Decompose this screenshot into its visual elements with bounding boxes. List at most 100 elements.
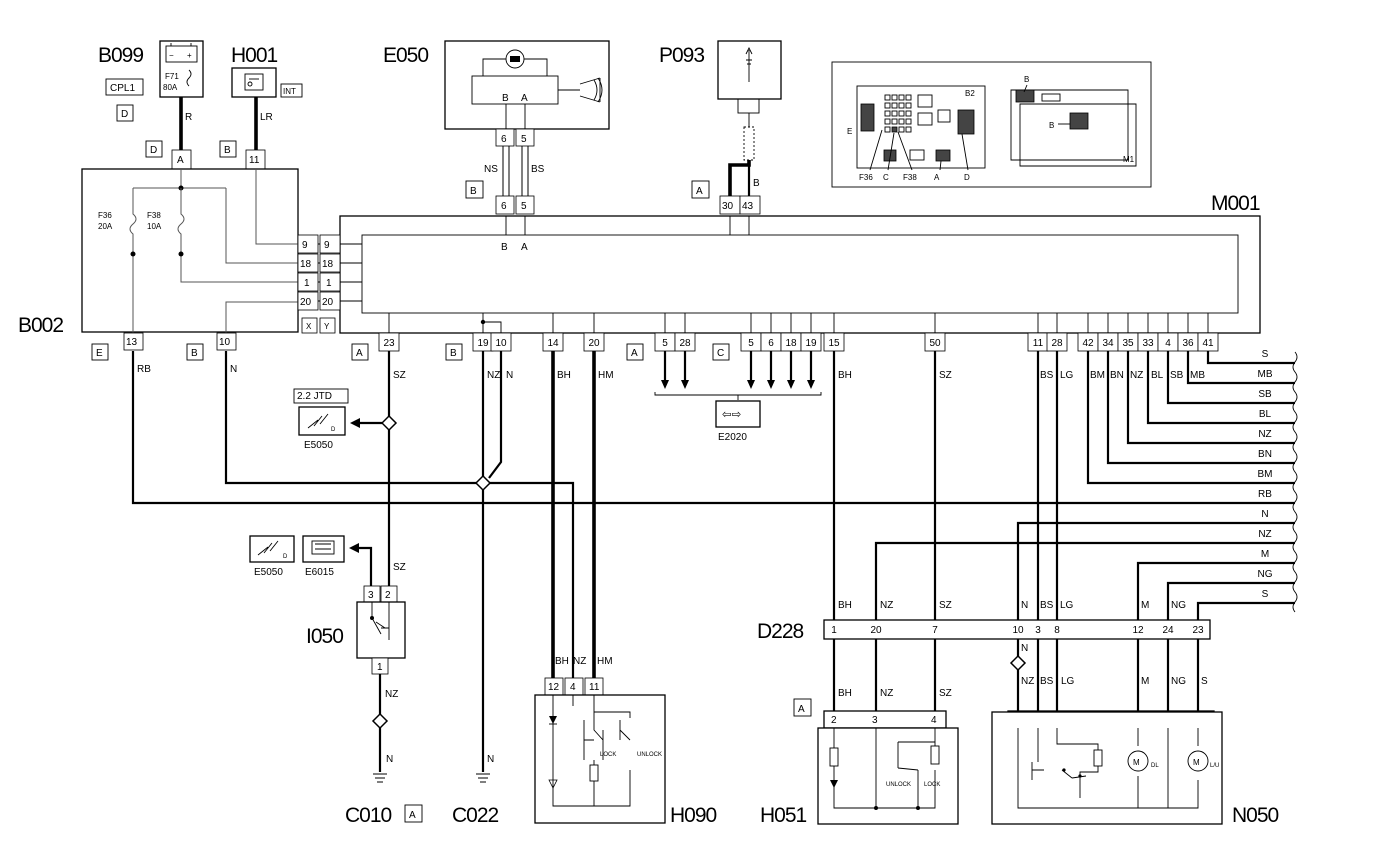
- locator-e: E: [847, 127, 852, 136]
- c010-label: C010: [345, 804, 392, 827]
- b002-fuse2: F38: [147, 211, 161, 220]
- locator-d: D: [964, 173, 970, 182]
- wire-m001-20: HM: [598, 370, 614, 381]
- d228-pin: 8: [1054, 625, 1060, 636]
- d228-pin: 3: [1035, 625, 1041, 636]
- h051-pin-4: 4: [931, 715, 937, 726]
- svg-text:−: −: [169, 51, 174, 60]
- wire-i050-1: NZ: [385, 689, 398, 700]
- h051-component: A 2 3 4 UNLOCK LOCK H051: [760, 698, 959, 827]
- d228-pin: 23: [1192, 625, 1204, 636]
- m001-bottom-pin: 5: [748, 338, 754, 349]
- locator-f38: F38: [903, 173, 917, 182]
- bus-wire-label: BL: [1259, 409, 1272, 420]
- bus-wire-label: BN: [1258, 449, 1272, 460]
- d228-label: D228: [757, 620, 804, 643]
- wire-i050-2: SZ: [393, 562, 406, 573]
- wire-h090-12: BH: [555, 656, 569, 667]
- locator-b-top: B: [1024, 75, 1029, 84]
- e050-pin-6: 6: [501, 134, 507, 145]
- wire-h001-label: LR: [260, 112, 273, 123]
- m001-int-b: B: [501, 242, 508, 253]
- wire-d228-7-top: SZ: [939, 600, 952, 611]
- b002-pin-a: A: [177, 155, 184, 166]
- wire-m001-36: MB: [1190, 370, 1205, 381]
- m001-tag-b: B: [450, 348, 457, 359]
- wire-e050-bs: BS: [531, 164, 545, 175]
- b002-pin-11: 11: [249, 155, 260, 166]
- h051-lock: LOCK: [924, 782, 940, 788]
- wire-m001-34: BN: [1110, 370, 1124, 381]
- bus-wire-label: NZ: [1258, 429, 1271, 440]
- bus-wire-label: MB: [1258, 369, 1273, 380]
- wire-n050-7: NG: [1171, 676, 1186, 687]
- i050-label: I050: [306, 625, 343, 648]
- locator-b-mid: B: [1049, 121, 1054, 130]
- m001-bottom-pin: 50: [929, 338, 941, 349]
- m001-pin-5: 5: [521, 201, 527, 212]
- wire-n050-8: M: [1141, 676, 1149, 687]
- m001-bottom-pin: 35: [1122, 338, 1134, 349]
- m001-bottom-pin: 19: [477, 338, 489, 349]
- svg-text:D: D: [283, 554, 288, 560]
- b099-tag: D: [121, 109, 128, 120]
- wire-n050-2: LG: [1061, 676, 1075, 687]
- m001-bottom-pin: 6: [768, 338, 774, 349]
- p093-tag-a: A: [696, 186, 703, 197]
- h051-pin-2: 2: [831, 715, 837, 726]
- wire-m001-50: SZ: [939, 370, 952, 381]
- wire-c022: N: [487, 754, 494, 765]
- d228-pin: 10: [1012, 625, 1024, 636]
- d228-pin: 24: [1162, 625, 1174, 636]
- m001-bottom-pin: 34: [1102, 338, 1114, 349]
- d228-pin: 1: [831, 625, 837, 636]
- wire-h090-4: NZ: [573, 656, 586, 667]
- e050-tag-b: B: [470, 186, 477, 197]
- wire-p093-b: B: [753, 178, 760, 189]
- svg-text:+: +: [187, 51, 192, 60]
- b002-pin-13: 13: [126, 337, 138, 348]
- b099-rating: 80A: [163, 83, 178, 92]
- h051-tag-a: A: [798, 704, 805, 715]
- m001-pin-y: Y: [324, 322, 330, 331]
- h090-unlock: UNLOCK: [637, 752, 662, 758]
- m001-label: M001: [1211, 192, 1260, 215]
- m001-bottom-pin: 33: [1142, 338, 1154, 349]
- c010-tag: A: [409, 810, 416, 821]
- m001-pin-43: 43: [742, 201, 754, 212]
- bus-wire-label: RB: [1258, 489, 1272, 500]
- wire-h090-11: HM: [597, 656, 613, 667]
- b002-fuse2-rating: 10A: [147, 222, 162, 231]
- m001-bottom-pin: 19: [805, 338, 817, 349]
- i050-pin-2: 2: [385, 590, 391, 601]
- m001-bottom-pin: 11: [1033, 338, 1044, 349]
- d228-pin: 12: [1132, 625, 1144, 636]
- wire-m001-15: BH: [838, 370, 852, 381]
- wire-d228-3-top: BS: [1040, 600, 1054, 611]
- m001-bottom-pin: 20: [588, 338, 600, 349]
- wire-d228-10-top: N: [1021, 600, 1028, 611]
- e050-pin-5: 5: [521, 134, 527, 145]
- wire-c010: N: [386, 754, 393, 765]
- b002-pin-r1: 1: [304, 278, 310, 289]
- e050-component: E050 B A 6 5: [383, 40, 610, 147]
- wire-n050-4: BS: [1040, 676, 1054, 687]
- wire-m001-14: BH: [557, 370, 571, 381]
- wire-m001-35: NZ: [1130, 370, 1143, 381]
- e2020-outputs: ⇦⇨ E2020: [654, 351, 822, 443]
- b002-fuse1: F36: [98, 211, 112, 220]
- wire-b002-10: N: [230, 364, 237, 375]
- svg-text:⇦⇨: ⇦⇨: [722, 409, 742, 421]
- locator-f36: F36: [859, 173, 873, 182]
- m001-bottom-pin: 5: [662, 338, 668, 349]
- m001-bottom-pin: 42: [1082, 338, 1094, 349]
- wire-n050-3: NZ: [1021, 676, 1034, 687]
- m001-tag-a2: A: [631, 348, 638, 359]
- h090-component: 12 4 11 LOCK UNLOCK H090: [534, 677, 718, 827]
- wire-d228-8-top: LG: [1060, 600, 1074, 611]
- n050-dl: DL: [1151, 763, 1159, 769]
- h051-unlock: UNLOCK: [886, 782, 911, 788]
- h051-pin-3: 3: [872, 715, 878, 726]
